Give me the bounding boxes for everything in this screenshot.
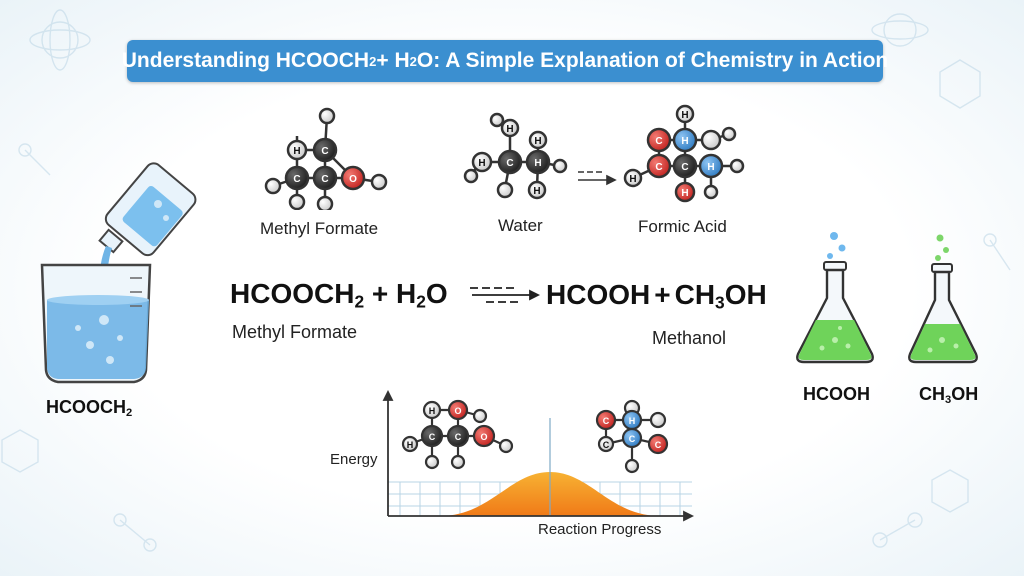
atom-label: H xyxy=(293,146,300,157)
atom-label: H xyxy=(407,440,414,450)
beaker-label: HCOOCH2 xyxy=(46,397,133,419)
energy-axes xyxy=(382,390,695,522)
pouring-bottle-icon xyxy=(98,162,197,295)
equation-reactants: HCOOCH2 + H2O xyxy=(230,278,448,312)
atom-label: H xyxy=(533,186,540,197)
beaker-illustration xyxy=(40,162,197,384)
atom-label: C xyxy=(603,416,610,426)
title-sub2: 2 xyxy=(409,53,417,69)
molecules-row: H C C C O H H C H H H xyxy=(264,104,745,210)
atom-label: C xyxy=(321,146,328,157)
atom-label: O xyxy=(454,406,461,416)
atom-label: H xyxy=(534,136,541,147)
product-molecule xyxy=(595,399,669,474)
flasks-illustration xyxy=(796,232,978,364)
atom-label: C xyxy=(429,432,436,442)
product-name-label: Methanol xyxy=(652,328,727,348)
title-post: O: A Simple Explanation of Chemistry in … xyxy=(416,49,889,72)
reactant-molecule xyxy=(401,399,514,470)
atom-label: C xyxy=(629,434,636,444)
flask-hcooh-label: HCOOH xyxy=(803,384,870,404)
equilibrium-arrow-icon xyxy=(470,287,540,303)
atom-label: C xyxy=(506,158,513,169)
title-sub1: 2 xyxy=(369,53,377,69)
atom-label: C xyxy=(603,440,610,450)
flask-ch3oh-icon xyxy=(908,234,978,364)
atom-label: H xyxy=(629,174,636,185)
atom-label: H xyxy=(534,158,541,169)
atom-label: H xyxy=(478,158,485,169)
flask-ch3oh-label: CH3OH xyxy=(919,384,979,406)
water-molecule xyxy=(463,112,568,200)
atom-label: C xyxy=(321,174,328,185)
atom-label: C xyxy=(655,136,662,147)
formic-acid-label: Formic Acid xyxy=(638,217,727,236)
atom-label: O xyxy=(349,174,357,185)
equation-products: HCOOH+CH3OH xyxy=(546,279,767,313)
reactant-name-label: Methyl Formate xyxy=(232,322,358,342)
energy-diagram: H O H C C O C H C C C xyxy=(382,390,695,522)
formic-acid-molecule xyxy=(623,104,745,203)
energy-axis-label: Energy xyxy=(330,451,378,468)
reaction-arrow-icon xyxy=(578,171,617,186)
atom-label: H xyxy=(506,124,513,135)
atom-label: O xyxy=(480,432,487,442)
flask-hcooh-icon xyxy=(796,232,874,364)
atom-label: H xyxy=(629,416,636,426)
atom-label: H xyxy=(707,162,714,173)
atom-label: C xyxy=(655,162,662,173)
beaker-icon xyxy=(40,263,152,384)
methyl-formate-molecule xyxy=(264,107,388,210)
atom-label: C xyxy=(681,162,688,173)
reaction-progress-label: Reaction Progress xyxy=(538,521,662,538)
title-pre: Understanding HCOOCH xyxy=(121,49,370,72)
title-mid: + H xyxy=(376,49,410,72)
water-label: Water xyxy=(498,216,543,235)
atom-label: H xyxy=(681,136,688,147)
atom-label: H xyxy=(681,188,688,199)
atom-label: H xyxy=(429,406,436,416)
atom-label: H xyxy=(681,110,688,121)
atom-label: C xyxy=(455,432,462,442)
atom-label: C xyxy=(293,174,300,185)
methyl-formate-label: Methyl Formate xyxy=(260,219,379,238)
atom-label: C xyxy=(655,440,662,450)
